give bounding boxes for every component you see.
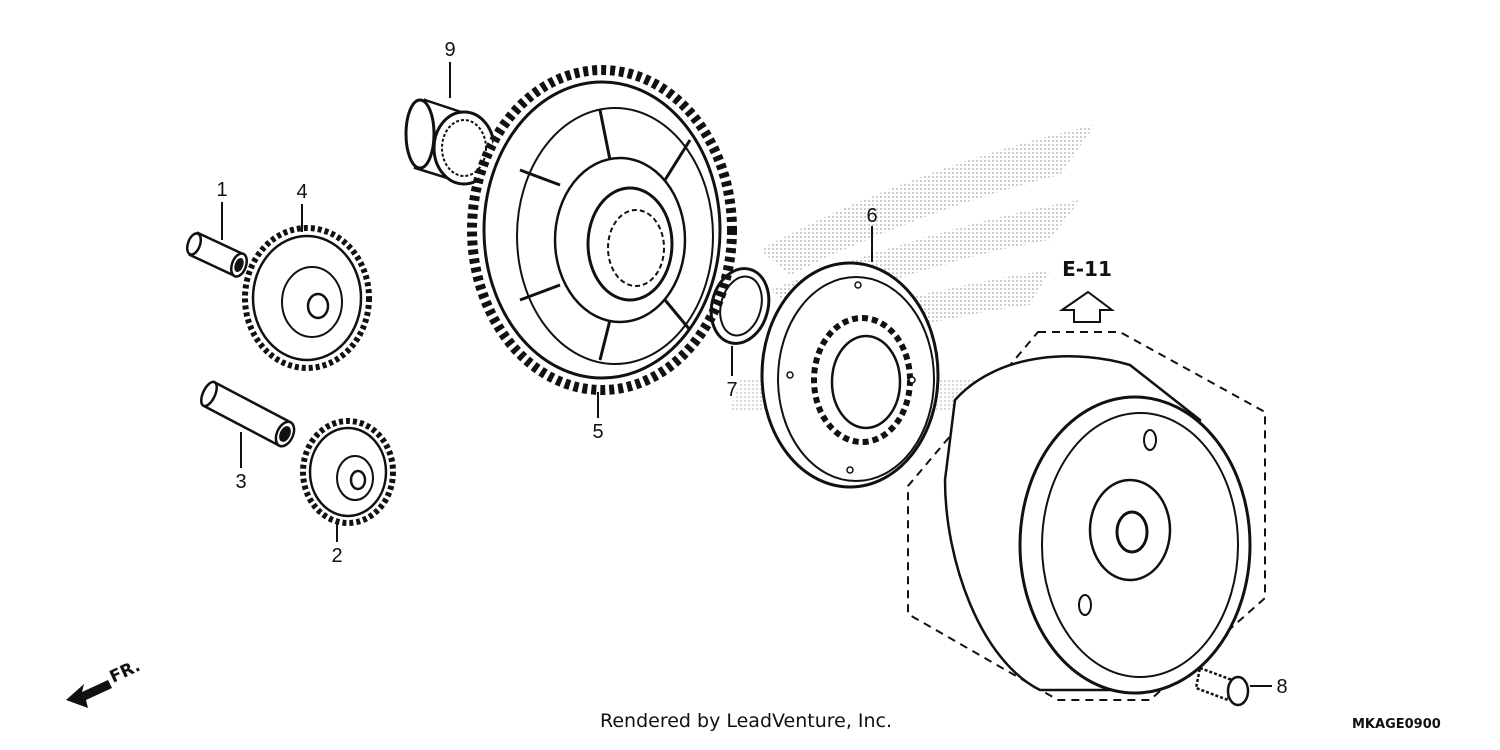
- part-7-washer: [709, 267, 771, 345]
- part-6-starter-clutch: [760, 261, 940, 489]
- reference-arrow-icon: [1058, 290, 1115, 323]
- front-direction-arrow-icon: [66, 680, 112, 708]
- callout-8: 8: [1276, 676, 1287, 698]
- reference-label: E-11: [1062, 257, 1112, 281]
- part-4-gear: [242, 225, 372, 371]
- front-direction-label: FR.: [107, 656, 144, 687]
- callout-6: 6: [866, 205, 877, 227]
- callout-4: 4: [296, 181, 307, 203]
- callout-1: 1: [216, 179, 227, 201]
- flywheel-assembly: [907, 331, 1266, 701]
- part-2-gear: [300, 418, 396, 526]
- callout-7: 7: [726, 379, 737, 401]
- diagram-code: MKAGE0900: [1352, 717, 1441, 732]
- part-3-collar: [200, 380, 296, 448]
- callout-9: 9: [444, 39, 455, 61]
- part-9-needle-bearing: [404, 98, 496, 186]
- callout-2: 2: [331, 545, 342, 567]
- callout-3: 3: [235, 471, 246, 493]
- callout-5: 5: [592, 421, 603, 443]
- render-credit: Rendered by LeadVenture, Inc.: [600, 710, 893, 732]
- part-5-starter-driven-gear: [467, 65, 737, 395]
- part-8-bolt: [1194, 666, 1250, 707]
- part-1-collar: [185, 231, 249, 278]
